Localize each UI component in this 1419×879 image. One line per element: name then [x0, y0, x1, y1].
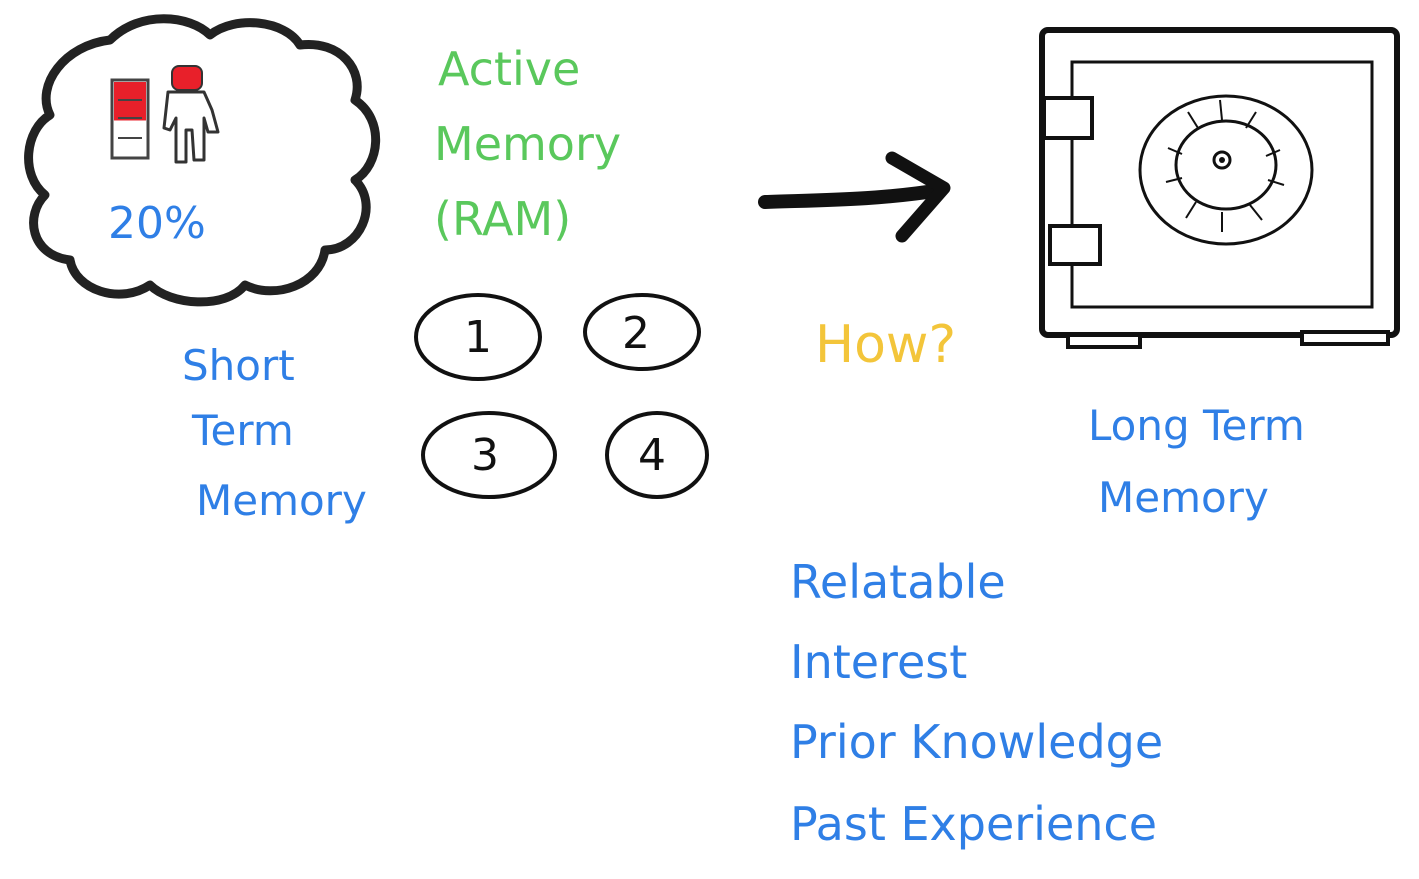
arrow-right-icon [758, 151, 951, 243]
short-term-label-line3: Memory [196, 476, 367, 525]
safe-dial-ticks [1165, 99, 1285, 232]
safe-dial-pin [1219, 157, 1225, 163]
memory-slot-outline [605, 411, 709, 499]
memory-slot-number: 4 [638, 430, 666, 481]
memory-slot-outline [421, 411, 557, 499]
long-term-label-line2: Memory [1098, 473, 1269, 522]
active-memory-line1: Active [438, 42, 580, 96]
active-memory-label: Active Memory (RAM) [434, 42, 621, 246]
safe-icon [1039, 27, 1400, 349]
active-memory-line3: (RAM) [434, 192, 571, 246]
short-term-label: Short Term Memory [182, 341, 367, 525]
method-item: Interest [790, 635, 967, 689]
arrow-shaft [758, 183, 947, 209]
long-term-label: Long Term Memory [1088, 401, 1305, 522]
memory-slot-number: 1 [464, 312, 492, 363]
method-item: Relatable [790, 555, 1006, 609]
safe-dial-outer [1138, 94, 1314, 246]
long-term-label-line1: Long Term [1088, 401, 1305, 450]
arrow-head [885, 151, 951, 243]
memory-slot-number: 2 [622, 308, 650, 359]
memory-slot: 1 [414, 293, 542, 381]
battery-fill [114, 82, 146, 121]
safe-door [1070, 60, 1374, 309]
memory-slot-number: 3 [471, 430, 499, 481]
how-question: How? [815, 315, 956, 375]
memory-slot: 2 [583, 293, 701, 371]
memory-slot-outline [414, 293, 542, 381]
method-item: Prior Knowledge [790, 715, 1163, 769]
method-item: Past Experience [790, 797, 1157, 851]
memory-slots: 1 2 3 4 [414, 293, 709, 499]
safe-dial-center [1212, 150, 1232, 170]
person-body [162, 90, 220, 164]
safe-body [1039, 27, 1400, 338]
methods-list: Relatable Interest Prior Knowledge Past … [790, 555, 1163, 851]
person-icon [162, 65, 220, 164]
safe-dial-inner [1174, 119, 1278, 211]
memory-slot: 4 [605, 411, 709, 499]
safe-hinge [1042, 96, 1094, 140]
memory-slot: 3 [421, 411, 557, 499]
safe-hinge [1048, 224, 1102, 266]
person-head [171, 65, 203, 91]
safe-foot [1300, 330, 1390, 346]
short-term-percent: 20% [108, 198, 206, 249]
memory-slot-outline [583, 293, 701, 371]
short-term-label-line2: Term [191, 406, 294, 455]
short-term-label-line1: Short [182, 341, 295, 390]
safe-foot [1066, 333, 1142, 349]
active-memory-line2: Memory [434, 117, 621, 171]
battery-icon [110, 78, 150, 160]
